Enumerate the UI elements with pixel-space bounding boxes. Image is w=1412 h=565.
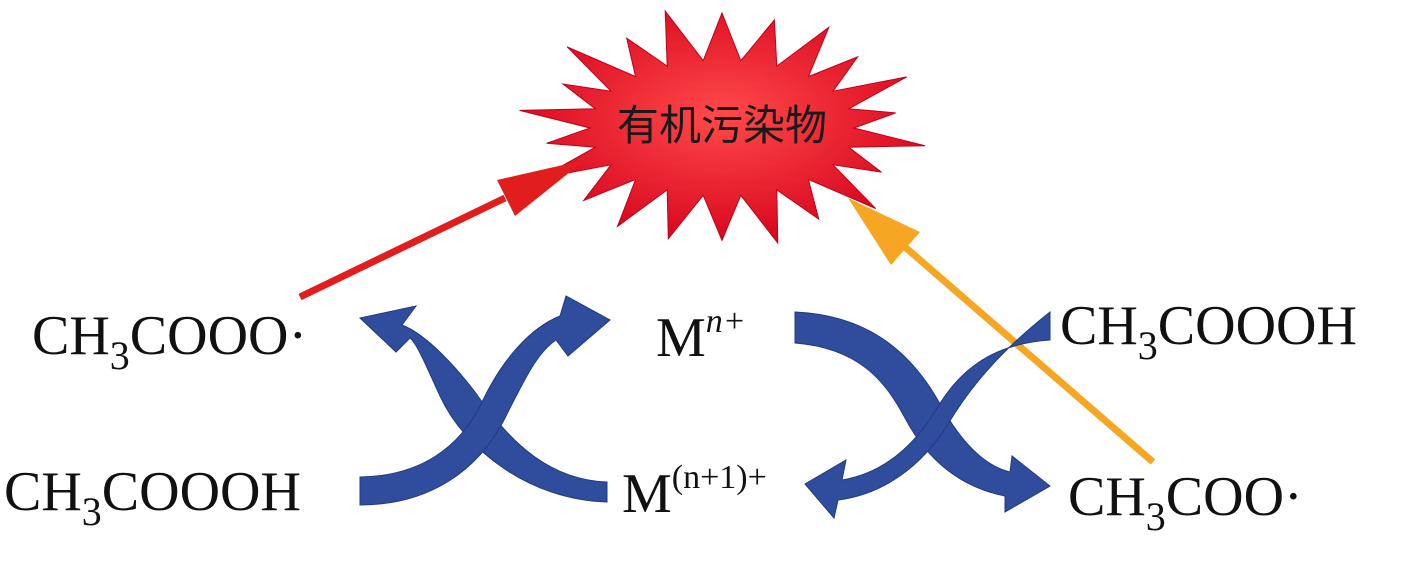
red-arrow xyxy=(298,160,585,301)
species-peracetic-acid-left: CH3COOOH xyxy=(4,461,301,534)
burst-shape xyxy=(519,9,926,245)
right-cycle-curve-2 xyxy=(804,310,1051,520)
pollutant-label: 有机污染物 xyxy=(617,101,827,150)
orange-arrow xyxy=(848,198,1156,465)
species-metal-low-valence: Mn+ xyxy=(656,303,746,369)
pollutant-burst: 有机污染物 xyxy=(519,9,926,245)
species-peracetic-acid-right: CH3COOOH xyxy=(1060,295,1357,368)
species-metal-high-valence: M(n+1)+ xyxy=(622,459,767,525)
left-cycle-curve-2 xyxy=(359,295,611,506)
species-acetoxy-radical: CH3COO· xyxy=(1068,466,1303,539)
right-cycle-curve-1 xyxy=(794,311,1051,513)
left-cycle-arrows xyxy=(358,295,611,506)
right-cycle-arrows xyxy=(794,310,1051,520)
species-peracetyl-radical: CH3COOO· xyxy=(32,305,307,378)
